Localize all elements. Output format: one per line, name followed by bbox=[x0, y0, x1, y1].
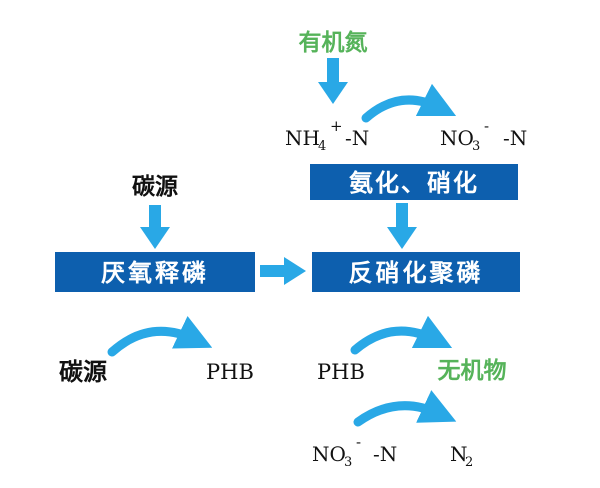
box-ammonification: 氨化、硝化 bbox=[310, 164, 518, 200]
arrow-anaerobic-to-denitrification bbox=[260, 257, 306, 285]
nh4-superscript: + bbox=[330, 117, 343, 135]
no3-bottom-subscript: 3 bbox=[344, 455, 352, 470]
no3-top-subscript: 3 bbox=[472, 139, 480, 154]
label-organic-nitrogen: 有机氮 bbox=[299, 29, 368, 56]
n2-subscript: 2 bbox=[465, 455, 473, 470]
curved-arrow-no3-to-n2 bbox=[353, 390, 457, 427]
label-no3-bottom: NO 3 - -N bbox=[312, 433, 397, 470]
box-denitrification-label: 反硝化聚磷 bbox=[349, 259, 484, 287]
arrow-organic-to-nh4 bbox=[318, 58, 348, 104]
nh4-dash-n: -N bbox=[345, 126, 369, 150]
label-phb-left: PHB bbox=[206, 360, 254, 384]
label-carbon-source-top: 碳源 bbox=[132, 174, 178, 200]
no3-top-dash-n: -N bbox=[503, 126, 527, 150]
box-ammonification-label: 氨化、硝化 bbox=[349, 169, 479, 197]
label-nh4: NH 4 + -N bbox=[285, 117, 369, 154]
arrow-carbon-to-anaerobic bbox=[140, 205, 170, 249]
label-no3-top: NO 3 - -N bbox=[440, 117, 527, 154]
arrow-ammonification-to-denitrification bbox=[387, 203, 417, 249]
label-carbon-source-bottom: 碳源 bbox=[59, 358, 107, 386]
no3-top-superscript: - bbox=[484, 117, 489, 135]
label-phb-right: PHB bbox=[317, 360, 365, 384]
no3-bottom-superscript: - bbox=[356, 433, 361, 451]
nh4-subscript: 4 bbox=[318, 139, 326, 154]
nh4-base: NH bbox=[285, 126, 320, 150]
no3-top-base: NO bbox=[440, 126, 474, 150]
box-denitrification: 反硝化聚磷 bbox=[312, 252, 520, 292]
box-anaerobic: 厌氧释磷 bbox=[55, 252, 255, 292]
box-anaerobic-label: 厌氧释磷 bbox=[101, 259, 209, 287]
curved-arrow-carbon-to-phb bbox=[107, 315, 213, 357]
curved-arrow-nitrification bbox=[361, 83, 457, 123]
curved-arrow-phb-to-inorganic bbox=[350, 315, 453, 355]
no3-bottom-base: NO bbox=[312, 442, 346, 466]
no3-bottom-dash-n: -N bbox=[373, 442, 397, 466]
n2-base: N bbox=[450, 442, 468, 466]
label-inorganic: 无机物 bbox=[438, 357, 507, 384]
label-n2: N 2 bbox=[450, 442, 473, 470]
